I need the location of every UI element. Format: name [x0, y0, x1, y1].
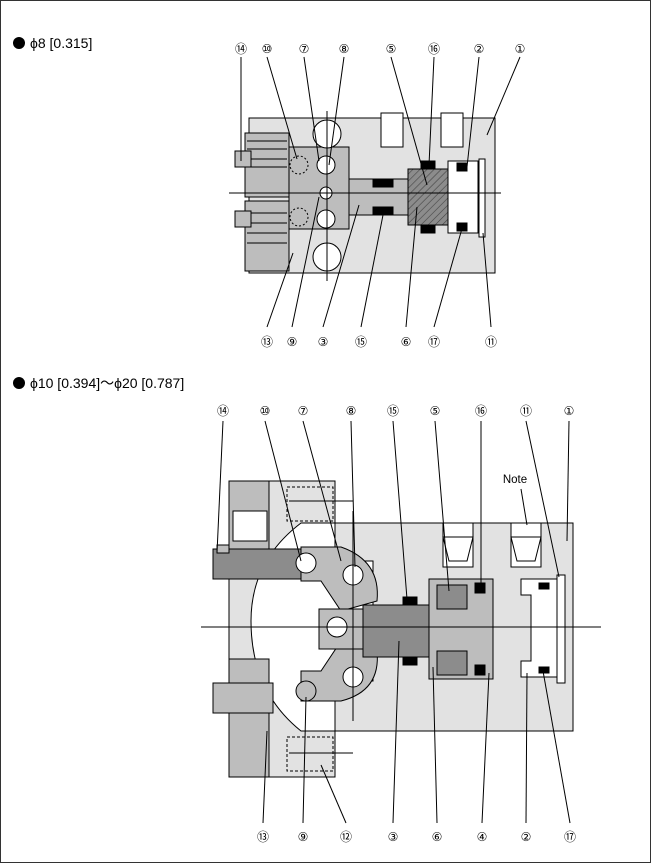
piston: [407, 168, 449, 226]
callout-5: ⑤: [430, 404, 441, 418]
drawing-phi8: [229, 56, 521, 328]
callout-16: ⑯: [428, 42, 440, 56]
callout-9: ⑨: [298, 830, 309, 844]
callout-15: ⑮: [355, 335, 367, 349]
callout-7: ⑦: [299, 42, 310, 56]
bullet-icon: [13, 377, 25, 389]
heading-text: ϕ8 [0.315]: [30, 35, 93, 51]
callout-11: ⑪: [485, 335, 497, 349]
callout-8: ⑧: [339, 42, 350, 56]
callout-6: ⑥: [401, 335, 412, 349]
callout-4: ④: [477, 830, 488, 844]
callouts-phi8-top: ⑭ ⑩ ⑦ ⑧ ⑤ ⑯ ② ①: [235, 42, 525, 56]
note-label: Note: [502, 474, 528, 486]
port-right: [440, 112, 464, 148]
finger-tip-lower: [234, 210, 252, 228]
end-cap: [556, 574, 566, 684]
finger-tip-upper: [234, 150, 252, 168]
callout-13: ⑬: [257, 830, 269, 844]
finger-tip-lower: [212, 682, 274, 714]
callout-9: ⑨: [287, 335, 298, 349]
callout-10: ⑩: [260, 404, 271, 418]
callout-7: ⑦: [298, 404, 309, 418]
section-heading-phi10-20: ϕ10 [0.394]～ϕ20 [0.787]: [13, 373, 184, 393]
drawing-phi10-20: [201, 420, 601, 824]
section-heading-phi8: ϕ8 [0.315]: [13, 35, 92, 51]
callout-6: ⑥: [432, 830, 443, 844]
callout-3: ③: [388, 830, 399, 844]
callout-16: ⑯: [475, 404, 487, 418]
callout-12: ⑫: [340, 830, 352, 844]
callout-15: ⑮: [387, 404, 399, 418]
finger-upper: [244, 132, 290, 198]
bullet-icon: [13, 37, 25, 49]
pivot-upper: [295, 552, 317, 574]
pin-lower: [289, 207, 309, 227]
callout-11: ⑪: [520, 404, 532, 418]
finger-lower: [228, 658, 270, 778]
callouts-phi10-20-bottom: ⑬ ⑨ ⑫ ③ ⑥ ④ ② ⑰: [257, 830, 576, 844]
callout-10: ⑩: [262, 42, 273, 56]
callouts-phi10-20-top: ⑭ ⑩ ⑦ ⑧ ⑮ ⑤ ⑯ ⑪ ①: [217, 404, 574, 418]
heading-text: ϕ10 [0.394]～ϕ20 [0.787]: [30, 375, 185, 391]
callout-1: ①: [564, 404, 575, 418]
port-left: [380, 112, 404, 148]
piston-rod: [362, 604, 430, 658]
callout-13: ⑬: [261, 335, 273, 349]
callout-1: ①: [515, 42, 526, 56]
finger-lower: [244, 200, 290, 272]
callout-8: ⑧: [346, 404, 357, 418]
lever-upper: [300, 546, 378, 612]
callout-14: ⑭: [235, 42, 247, 56]
callout-2: ②: [474, 42, 485, 56]
callout-5: ⑤: [386, 42, 397, 56]
callout-17: ⑰: [564, 830, 576, 844]
callout-2: ②: [521, 830, 532, 844]
callout-14: ⑭: [217, 404, 229, 418]
end-cap: [478, 158, 486, 238]
callout-3: ③: [318, 335, 329, 349]
cylinder-chamber: [447, 160, 479, 234]
pin-upper: [289, 155, 309, 175]
callouts-phi8-bottom: ⑬ ⑨ ③ ⑮ ⑥ ⑰ ⑪: [261, 335, 497, 349]
callout-17: ⑰: [428, 335, 440, 349]
